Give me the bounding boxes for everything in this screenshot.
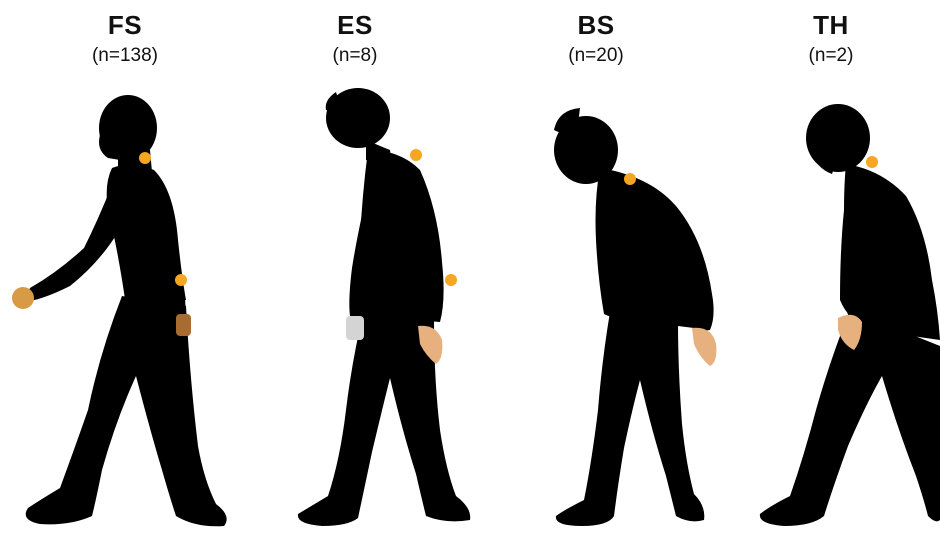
posture-panel-fs: FS (n=138) [0,0,240,533]
posture-panel-es: ES (n=8) [240,0,480,533]
hand-icon [692,328,716,366]
back-marker-icon [445,274,457,286]
posture-panel-bs: BS (n=20) [480,0,720,533]
posture-panel-th: TH (n=2) [720,0,940,533]
neck-marker-icon [866,156,878,168]
silhouette-fs [0,0,240,533]
back-marker-icon [175,274,187,286]
hand-icon [12,287,34,309]
silhouette-th [720,0,940,533]
silhouette-bs [480,0,720,533]
neck-marker-icon [410,149,422,161]
neck-marker-icon [624,173,636,185]
neck-marker-icon [139,152,151,164]
silhouette-es [240,0,480,533]
